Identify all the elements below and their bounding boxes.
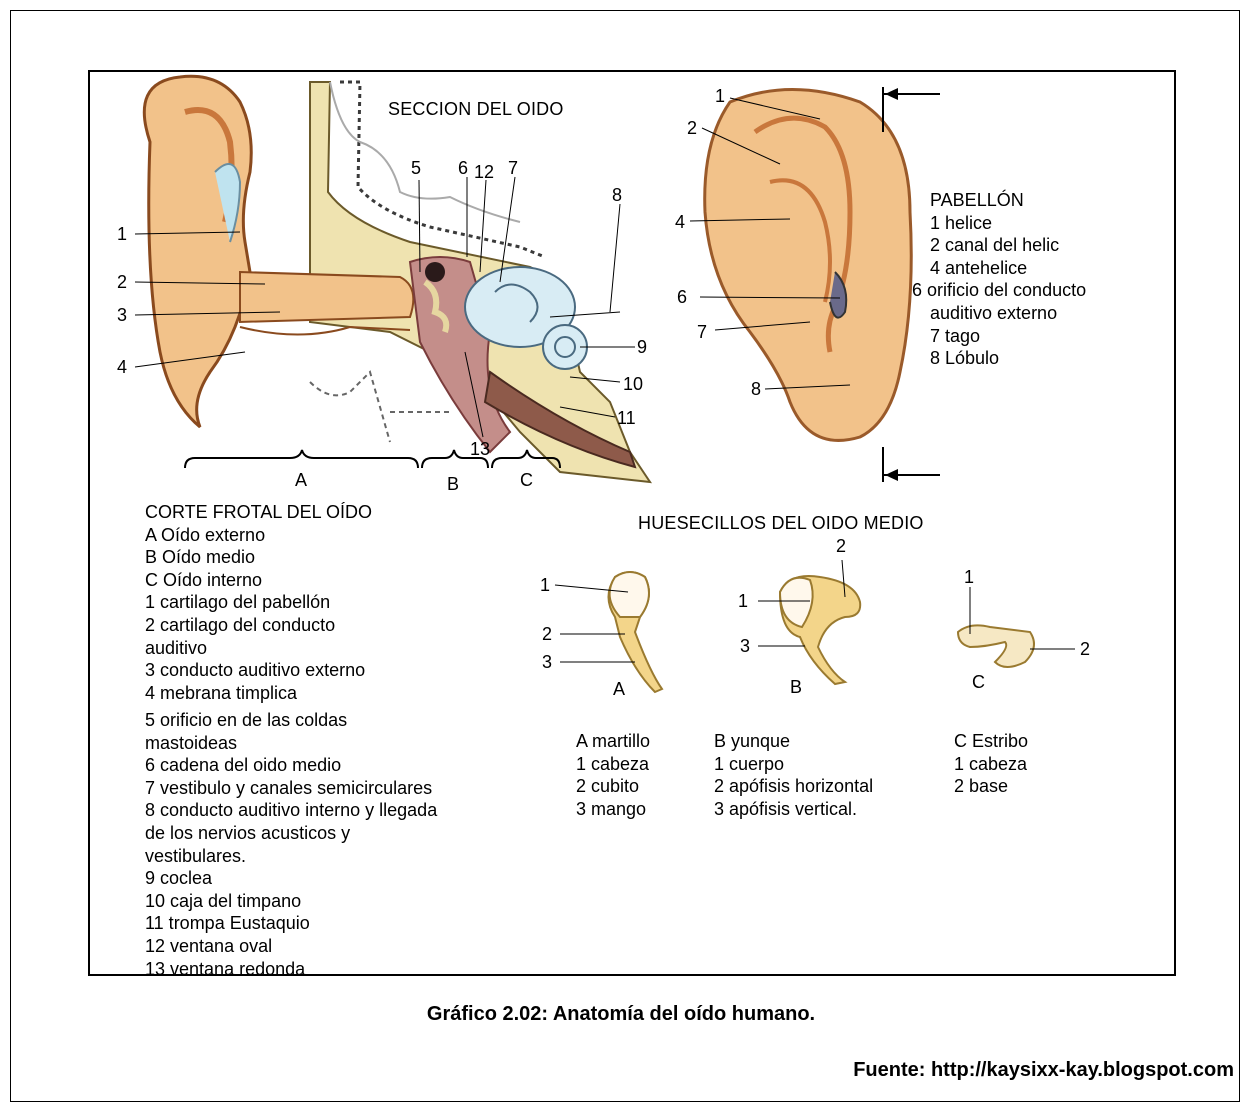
stapes-label-2: 2 (1080, 639, 1090, 660)
section-legend-line: 7 vestibulo y canales semicirculares (145, 777, 437, 800)
section-label-6: 6 (458, 158, 468, 179)
section-label-12: 12 (474, 162, 494, 183)
incus-legend-line: B yunque (714, 730, 873, 753)
zone-label-b: B (447, 474, 459, 495)
pinna-label-8: 8 (751, 379, 761, 400)
malleus-label-2: 2 (542, 624, 552, 645)
zone-label-a: A (295, 470, 307, 491)
ossicle-stapes (958, 587, 1075, 667)
section-label-9: 9 (637, 337, 647, 358)
section-legend-line: 3 conducto auditivo externo (145, 659, 372, 682)
incus-legend-line: 2 apófisis horizontal (714, 775, 873, 798)
malleus-label-3: 3 (542, 652, 552, 673)
stapes-label-1: 1 (964, 567, 974, 588)
pinna-label-2: 2 (687, 118, 697, 139)
section-legend-title: CORTE FROTAL DEL OÍDO (145, 501, 372, 524)
pinna-label-7: 7 (697, 322, 707, 343)
stapes-legend-line: 1 cabeza (954, 753, 1028, 776)
figure-caption: Gráfico 2.02: Anatomía del oído humano. (0, 1003, 1242, 1026)
section-legend-line: 4 mebrana timplica (145, 682, 372, 705)
section-legend-line: de los nervios acusticos y (145, 822, 437, 845)
section-legend: CORTE FROTAL DEL OÍDO A Oído externo B O… (145, 501, 372, 704)
section-legend-line: 8 conducto auditivo interno y llegada (145, 799, 437, 822)
ossicles-title: HUESECILLOS DEL OIDO MEDIO (638, 512, 924, 535)
section-label-7: 7 (508, 158, 518, 179)
malleus-legend-line: A martillo (576, 730, 650, 753)
pinna-illustration (690, 87, 940, 482)
section-label-11: 11 (617, 408, 636, 429)
pinna-label-6: 6 (677, 287, 687, 308)
section-legend-continued: 5 orificio en de las coldas mastoideas 6… (145, 709, 437, 976)
pinna-legend-title: PABELLÓN (930, 189, 1086, 212)
section-legend-line: 2 cartilago del conducto (145, 614, 372, 637)
section-legend-line: mastoideas (145, 732, 437, 755)
pinna-legend-line: 2 canal del helic (930, 234, 1086, 257)
pinna-legend-line: 4 antehelice (930, 257, 1086, 280)
malleus-label-1: 1 (540, 575, 550, 596)
incus-legend-line: 3 apófisis vertical. (714, 798, 873, 821)
ear-section-illustration (135, 76, 650, 482)
zone-label-c: C (520, 470, 533, 491)
pinna-label-1: 1 (715, 86, 725, 107)
malleus-legend-line: 2 cubito (576, 775, 650, 798)
section-legend-line: auditivo (145, 637, 372, 660)
ossicle-incus (758, 560, 860, 684)
section-legend-line: 1 cartilago del pabellón (145, 591, 372, 614)
stapes-letter: C (972, 672, 985, 693)
section-label-8: 8 (612, 185, 622, 206)
pinna-legend-line: 6 orificio del conducto (912, 279, 1086, 302)
section-label-4: 4 (117, 357, 127, 378)
section-label-10: 10 (623, 374, 643, 395)
section-label-2: 2 (117, 272, 127, 293)
section-legend-line: 13 ventana redonda (145, 958, 437, 976)
incus-legend-line: 1 cuerpo (714, 753, 873, 776)
section-legend-line: 5 orificio en de las coldas (145, 709, 437, 732)
section-legend-line: 11 trompa Eustaquio (145, 912, 437, 935)
stapes-legend-line: C Estribo (954, 730, 1028, 753)
malleus-legend-line: 1 cabeza (576, 753, 650, 776)
malleus-letter: A (613, 679, 625, 700)
pinna-legend-line: 1 helice (930, 212, 1086, 235)
section-label-5: 5 (411, 158, 421, 179)
incus-legend: B yunque 1 cuerpo 2 apófisis horizontal … (714, 730, 873, 820)
pinna-legend-line: auditivo externo (930, 302, 1086, 325)
stapes-legend-line: 2 base (954, 775, 1028, 798)
figure-source: Fuente: http://kaysixx-kay.blogspot.com (853, 1059, 1234, 1082)
section-legend-line: 9 coclea (145, 867, 437, 890)
incus-label-1: 1 (738, 591, 748, 612)
incus-label-3: 3 (740, 636, 750, 657)
section-title: SECCION DEL OIDO (388, 98, 564, 121)
pinna-legend: PABELLÓN 1 helice 2 canal del helic 4 an… (930, 189, 1086, 370)
section-label-3: 3 (117, 305, 127, 326)
malleus-legend: A martillo 1 cabeza 2 cubito 3 mango (576, 730, 650, 820)
incus-letter: B (790, 677, 802, 698)
ear-anatomy-figure: SECCION DEL OIDO 1 2 3 4 5 6 12 7 8 9 10… (88, 70, 1176, 976)
section-label-13: 13 (470, 439, 490, 460)
stapes-legend: C Estribo 1 cabeza 2 base (954, 730, 1028, 798)
section-legend-line: B Oído medio (145, 546, 372, 569)
section-legend-line: 12 ventana oval (145, 935, 437, 958)
section-legend-line: A Oído externo (145, 524, 372, 547)
pinna-legend-line: 7 tago (930, 325, 1086, 348)
section-legend-line: 6 cadena del oido medio (145, 754, 437, 777)
section-legend-line: C Oído interno (145, 569, 372, 592)
pinna-legend-line: 8 Lóbulo (930, 347, 1086, 370)
section-legend-line: vestibulares. (145, 845, 437, 868)
pinna-label-4: 4 (675, 212, 685, 233)
malleus-legend-line: 3 mango (576, 798, 650, 821)
section-legend-line: 10 caja del timpano (145, 890, 437, 913)
ossicle-malleus (555, 572, 662, 692)
section-label-1: 1 (117, 224, 127, 245)
incus-label-2: 2 (836, 536, 846, 557)
